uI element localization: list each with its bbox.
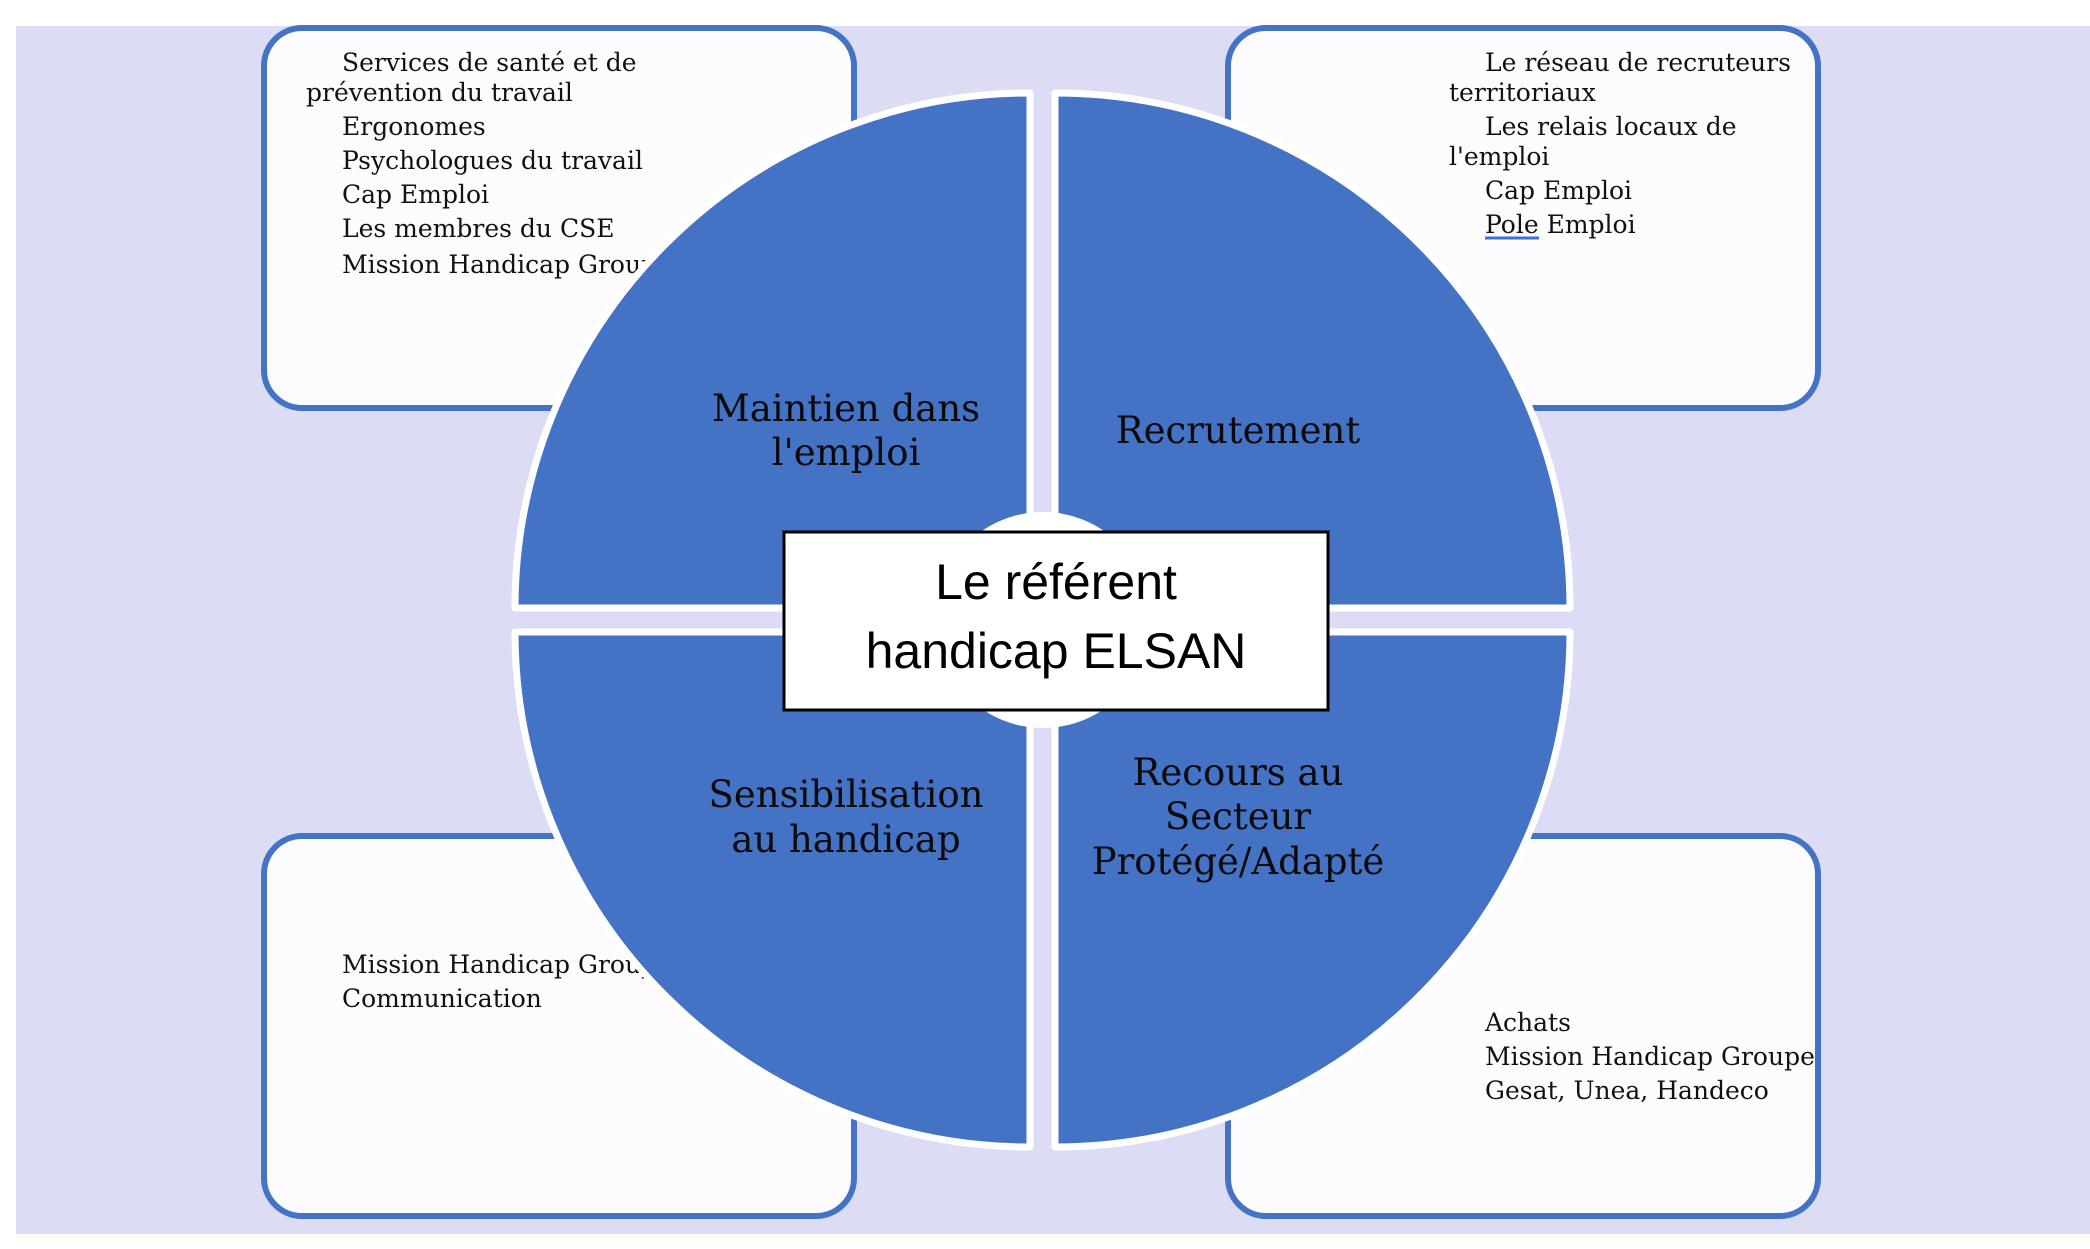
panel-bottom-right-line: Gesat, Unea, Handeco xyxy=(1485,1076,1769,1105)
quadrant-top-left-label: l'emploi xyxy=(772,431,921,474)
panel-top-left-line: Ergonomes xyxy=(342,112,486,141)
quadrant-top-right-label: Recrutement xyxy=(1116,409,1361,452)
panel-bottom-right-text: Achats Mission Handicap Groupe Gesat, Un… xyxy=(1484,1008,1815,1105)
center-title: Le référent xyxy=(935,554,1177,610)
quadrant-bottom-right-label: Protégé/Adapté xyxy=(1092,840,1385,883)
panel-top-left-line: Services de santé et de xyxy=(342,48,637,77)
center-box xyxy=(782,530,1330,712)
panel-top-right-line: Pole Emploi xyxy=(1485,210,1636,239)
quadrant-bottom-right xyxy=(1051,628,1574,1151)
panel-top-left-line: prévention du travail xyxy=(306,78,573,107)
panel-top-left-text: Services de santé et de prévention du tr… xyxy=(306,48,657,279)
panel-bottom-right-line: Achats xyxy=(1484,1008,1571,1037)
quadrant-bottom-right-label: Secteur xyxy=(1165,795,1312,838)
panel-top-right-line: territoriaux xyxy=(1449,78,1596,107)
panel-top-left-line: Mission Handicap Group xyxy=(342,250,657,279)
panel-bottom-left-line: Mission Handicap Group xyxy=(342,950,657,979)
panel-top-right-line: Les relais locaux de xyxy=(1485,112,1737,141)
panel-bottom-left-text: Mission Handicap Group Communication xyxy=(342,950,657,1013)
panel-top-left-line: Cap Emploi xyxy=(342,180,489,209)
quadrant-bottom-left xyxy=(511,628,1034,1151)
quadrant-top-right xyxy=(1051,89,1574,612)
panel-top-left-line: Psychologues du travail xyxy=(342,146,643,175)
panel-top-right-line: l'emploi xyxy=(1449,142,1549,171)
panel-top-right-line: Cap Emploi xyxy=(1485,176,1632,205)
panel-top-left-line: Les membres du CSE xyxy=(342,214,614,243)
panel-bottom-left-line: Communication xyxy=(342,984,542,1013)
panel-top-right-text: Le réseau de recruteurs territoriaux Les… xyxy=(1449,48,1791,240)
panel-top-right-line: Le réseau de recruteurs xyxy=(1485,48,1791,77)
quadrant-bottom-right-label: Recours au xyxy=(1133,751,1344,794)
panel-bottom-right-line: Mission Handicap Groupe xyxy=(1485,1042,1815,1071)
center-title: handicap ELSAN xyxy=(866,623,1247,679)
quadrant-bottom-left-label: au handicap xyxy=(731,818,960,861)
quadrant-bottom-left-label: Sensibilisation xyxy=(709,773,984,816)
quadrant-top-left-label: Maintien dans xyxy=(712,387,980,430)
quadrant-top-left xyxy=(511,89,1034,612)
